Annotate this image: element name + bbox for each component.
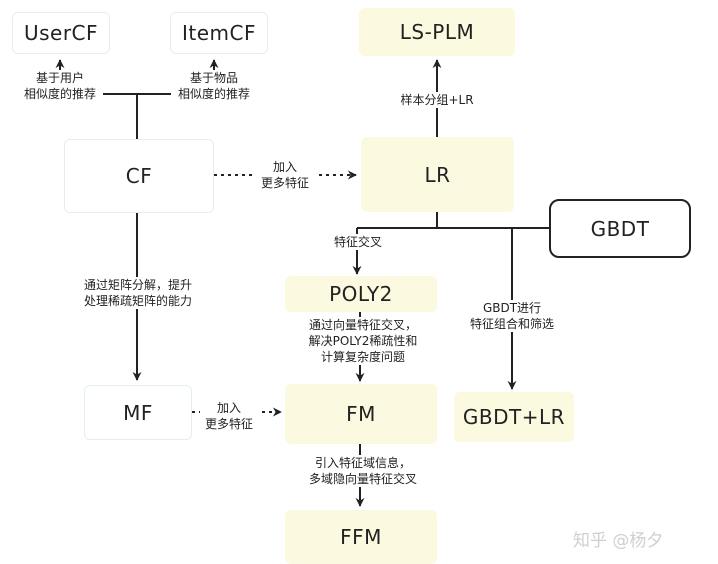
node-poly2: POLY2 <box>285 276 437 312</box>
node-ffm-label: FFM <box>340 525 382 549</box>
edge-label-field-info: 引入特征域信息， 多域隐向量特征交叉 <box>290 455 436 487</box>
node-mf-label: MF <box>123 400 153 425</box>
watermark: 知乎 @杨夕 <box>573 531 664 551</box>
edge-label-feature-cross: 特征交叉 <box>327 234 389 250</box>
node-lsplm: LS-PLM <box>359 8 515 56</box>
edge-label-line: 相似度的推荐 <box>177 87 250 101</box>
node-lsplm-label: LS-PLM <box>399 20 475 44</box>
node-poly2-label: POLY2 <box>329 282 393 306</box>
edge-label-item-similarity: 基于物品 相似度的推荐 <box>171 70 257 102</box>
node-ffm: FFM <box>285 510 437 564</box>
node-mf: MF <box>84 385 192 440</box>
edge-label-line: 基于用户 <box>35 71 84 85</box>
edge-label-cf-more-features: 加入 更多特征 <box>255 159 315 191</box>
node-cf-label: CF <box>125 164 153 188</box>
node-itemcf: ItemCF <box>170 12 268 54</box>
edge-label-line: 处理稀疏矩阵的能力 <box>83 294 192 308</box>
node-gbdt-lr: GBDT+LR <box>454 392 574 442</box>
edge-label-mf-more-features: 加入 更多特征 <box>200 400 258 432</box>
edge-label-line: 加入 <box>272 160 297 174</box>
edge-label-line: GBDT进行 <box>482 301 542 315</box>
edge-label-line: 更多特征 <box>204 417 253 431</box>
edge-label-line: 相似度的推荐 <box>23 87 96 101</box>
edge-label-line: 基于物品 <box>189 71 238 85</box>
node-itemcf-label: ItemCF <box>182 21 256 45</box>
edge-label-line: 计算复杂度问题 <box>320 350 405 364</box>
edge-label-line: 解决POLY2稀疏性和 <box>308 334 418 348</box>
node-lr: LR <box>361 137 514 212</box>
edge-label-line: 多域隐向量特征交叉 <box>308 472 417 486</box>
edge-label-line: 通过向量特征交叉， <box>308 318 417 332</box>
node-gbdt: GBDT <box>549 199 691 258</box>
edge-label-line: 引入特征域信息， <box>314 456 411 470</box>
edge-label-user-similarity: 基于用户 相似度的推荐 <box>17 70 103 102</box>
node-fm: FM <box>285 384 437 444</box>
node-cf: CF <box>64 139 214 213</box>
edge-label-line: 特征组合和筛选 <box>469 317 554 331</box>
node-fm-label: FM <box>346 402 376 426</box>
edge-label-vector-cross: 通过向量特征交叉， 解决POLY2稀疏性和 计算复杂度问题 <box>290 317 436 365</box>
edge-label-line: 更多特征 <box>260 176 309 190</box>
node-lr-label: LR <box>424 162 451 187</box>
edge-label-line: 样本分组+LR <box>400 93 474 107</box>
edge-label-matrix-factorization: 通过矩阵分解，提升 处理稀疏矩阵的能力 <box>64 277 212 309</box>
edge-label-sample-group: 样本分组+LR <box>385 92 489 108</box>
edge-label-line: 特征交叉 <box>333 235 382 249</box>
node-gbdt-lr-label: GBDT+LR <box>462 405 566 429</box>
node-usercf-label: UserCF <box>23 21 99 45</box>
node-gbdt-label: GBDT <box>590 216 650 241</box>
edge-label-line: 通过矩阵分解，提升 <box>83 278 192 292</box>
edge-label-gbdt-combination: GBDT进行 特征组合和筛选 <box>455 300 569 332</box>
node-usercf: UserCF <box>12 12 110 54</box>
edge-label-line: 加入 <box>216 401 241 415</box>
